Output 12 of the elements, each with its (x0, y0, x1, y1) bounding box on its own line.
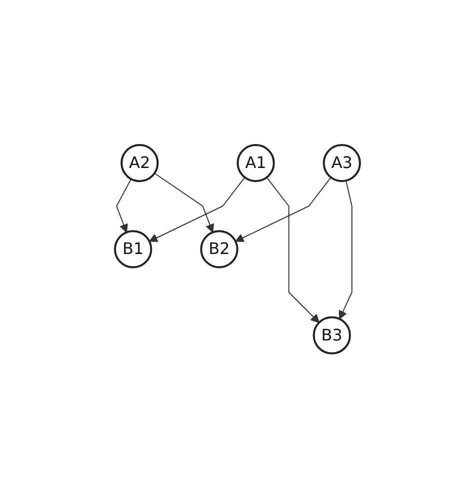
node-circle: A2 (120, 144, 159, 182)
arrow (116, 178, 132, 232)
node-circle: A1 (236, 144, 275, 182)
arrow (338, 180, 352, 320)
arrow (149, 176, 246, 242)
node-circle: A3 (322, 144, 361, 182)
node-circle: B2 (200, 230, 238, 268)
node-circle: B1 (114, 230, 152, 268)
node-circle: B3 (312, 316, 351, 354)
arrow (235, 176, 332, 242)
arrow (266, 176, 320, 323)
arrow (154, 172, 214, 232)
